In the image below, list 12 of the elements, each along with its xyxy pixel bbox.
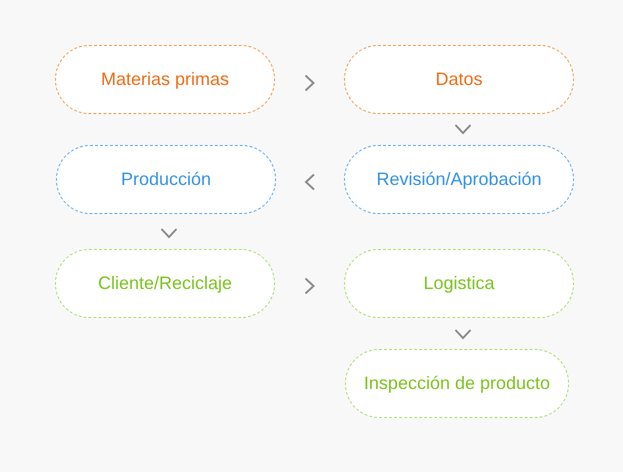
step-label: Datos: [435, 69, 483, 90]
step-label: Producción: [120, 169, 212, 190]
step-label: Cliente/Reciclaje: [98, 273, 232, 294]
chevron-arrow: [304, 174, 315, 190]
step-label: Materias primas: [100, 69, 230, 90]
chevron-arrow: [454, 329, 472, 340]
chevron-arrow: [160, 228, 178, 238]
chevron-arrow: [304, 74, 315, 92]
step-label: Inspección de producto: [364, 373, 550, 394]
chevron-arrow: [304, 278, 315, 294]
step-label: Logistica: [423, 273, 495, 294]
step-label: Revisión/Aprobación: [376, 169, 542, 190]
